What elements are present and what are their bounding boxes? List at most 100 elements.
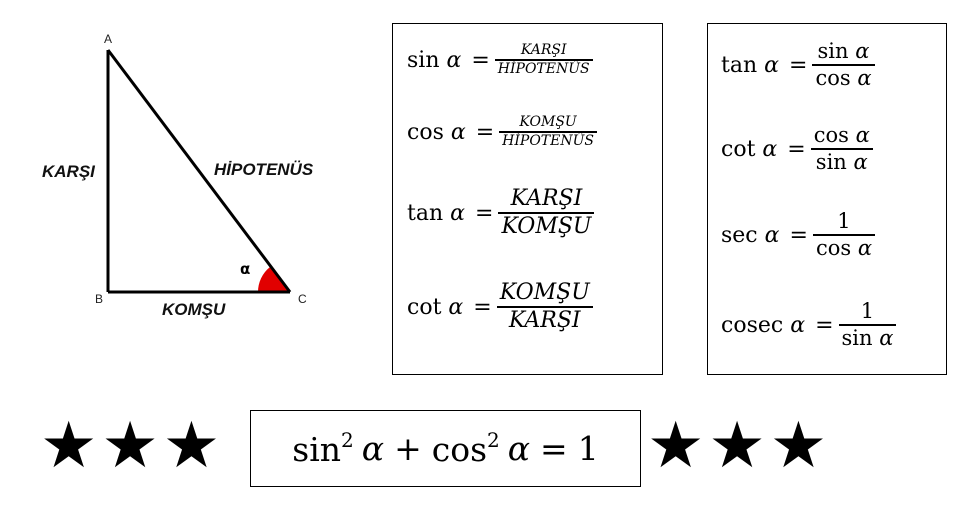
ratio-definitions-box: sin α = KARŞI HİPOTENÜS cos α = KOMŞU Hİ… bbox=[392, 23, 663, 375]
fraction-bar bbox=[494, 59, 593, 61]
vertex-b-label: B bbox=[95, 292, 104, 306]
fraction-bar bbox=[499, 131, 597, 133]
formula-tan-quotient: tan α = sin α cos α bbox=[721, 30, 875, 100]
angle-variable: α bbox=[450, 200, 465, 226]
angle-variable: α bbox=[764, 222, 780, 248]
numerator-value: 1 bbox=[860, 299, 875, 324]
numerator-variable: α bbox=[855, 123, 870, 148]
fraction-bar bbox=[838, 324, 897, 326]
equals-sign: = bbox=[475, 119, 495, 145]
fraction: 1 sin α bbox=[838, 299, 897, 351]
side-opposite-label: KARŞI bbox=[42, 162, 95, 181]
numerator-function: sin bbox=[817, 39, 849, 64]
cos-function: cos bbox=[431, 430, 488, 469]
denominator-function: cos bbox=[815, 65, 851, 90]
angle-alpha-wedge bbox=[258, 267, 290, 292]
vertex-c-label: C bbox=[298, 292, 307, 306]
formula-tan-ratio: tan α = KARŞI KOMŞU bbox=[407, 178, 595, 248]
fraction-numerator: 1 bbox=[858, 299, 877, 324]
angle-variable: α bbox=[361, 429, 385, 468]
function-name: tan bbox=[721, 52, 758, 78]
angle-variable: α bbox=[448, 294, 464, 320]
equals-sign: = bbox=[815, 312, 834, 338]
fraction-denominator: sin α bbox=[813, 150, 871, 175]
fraction-numerator: KOMŞU bbox=[519, 114, 577, 131]
side-adjacent-label: KOMŞU bbox=[162, 300, 226, 319]
denominator-function: sin bbox=[841, 325, 873, 350]
numerator-variable: α bbox=[855, 39, 870, 64]
function-name: cosec bbox=[721, 312, 784, 338]
plus-sign: + bbox=[394, 429, 422, 468]
fraction: 1 cos α bbox=[812, 209, 875, 261]
angle-variable: α bbox=[450, 119, 466, 145]
fraction-numerator: KOMŞU bbox=[499, 279, 590, 305]
formula-cosec: cosec α = 1 sin α bbox=[721, 290, 897, 360]
sin-function: sin bbox=[292, 430, 342, 469]
formula-sin-ratio: sin α = KARŞI HİPOTENÜS bbox=[407, 25, 593, 95]
function-name: cot bbox=[721, 136, 756, 162]
fraction: KARŞI KOMŞU bbox=[498, 185, 595, 240]
fraction-denominator: cos α bbox=[812, 66, 874, 91]
denominator-variable: α bbox=[853, 149, 868, 174]
function-name: sec bbox=[721, 222, 758, 248]
equals-sign: = bbox=[471, 47, 490, 73]
quotient-identities-box: tan α = sin α cos α cot α = cos α sin α … bbox=[707, 23, 947, 375]
fraction-denominator: KOMŞU bbox=[501, 213, 592, 239]
fraction-denominator: HİPOTENÜS bbox=[497, 60, 590, 77]
equals-sign: = bbox=[789, 52, 808, 78]
fraction-numerator: KARŞI bbox=[510, 185, 583, 211]
angle-variable: α bbox=[764, 52, 779, 78]
cos-exponent: 2 bbox=[487, 428, 500, 452]
fraction-denominator: cos α bbox=[813, 236, 875, 261]
denominator-variable: α bbox=[879, 325, 894, 350]
denominator-function: sin bbox=[815, 149, 847, 174]
fraction-numerator: 1 bbox=[834, 209, 853, 234]
vertex-a-label: A bbox=[104, 32, 113, 46]
fraction-bar bbox=[496, 306, 593, 308]
equals-sign: = bbox=[787, 136, 806, 162]
angle-variable: α bbox=[790, 312, 806, 338]
equals-sign: = bbox=[789, 222, 808, 248]
denominator-function: cos bbox=[815, 235, 852, 260]
fraction-bar bbox=[810, 148, 873, 150]
equals-sign: = bbox=[540, 429, 568, 468]
fraction: sin α cos α bbox=[812, 39, 875, 91]
fraction-bar bbox=[812, 64, 875, 66]
stars-left-decoration: ★★★ bbox=[40, 409, 225, 483]
formula-sec: sec α = 1 cos α bbox=[721, 200, 875, 270]
fraction-numerator: sin α bbox=[815, 39, 873, 64]
function-name: cos bbox=[407, 119, 444, 145]
stars-right-decoration: ★★★ bbox=[647, 409, 832, 483]
denominator-variable: α bbox=[857, 65, 872, 90]
right-triangle-diagram bbox=[106, 49, 292, 294]
identity-result: 1 bbox=[577, 429, 599, 468]
fraction-denominator: sin α bbox=[839, 326, 897, 351]
fraction: KOMŞU HİPOTENÜS bbox=[499, 114, 597, 149]
formula-cot-quotient: cot α = cos α sin α bbox=[721, 114, 873, 184]
function-name: tan bbox=[407, 200, 444, 226]
angle-alpha-label: α bbox=[240, 260, 251, 278]
function-name: cot bbox=[407, 294, 442, 320]
angle-variable: α bbox=[762, 136, 778, 162]
pythagorean-identity-box: sin2 α + cos2 α = 1 bbox=[250, 410, 641, 487]
equals-sign: = bbox=[475, 200, 494, 226]
denominator-variable: α bbox=[857, 235, 872, 260]
side-hypotenuse-line bbox=[106, 49, 292, 293]
fraction-denominator: HİPOTENÜS bbox=[502, 132, 594, 149]
function-name: sin bbox=[407, 47, 440, 73]
equals-sign: = bbox=[473, 294, 492, 320]
sin-term: sin2 bbox=[292, 428, 353, 469]
fraction-numerator: KARŞI bbox=[520, 42, 567, 59]
fraction: cos α sin α bbox=[810, 123, 873, 175]
fraction: KARŞI HİPOTENÜS bbox=[494, 42, 593, 77]
formula-cot-ratio: cot α = KOMŞU KARŞI bbox=[407, 272, 593, 342]
angle-variable: α bbox=[507, 429, 531, 468]
formula-cos-ratio: cos α = KOMŞU HİPOTENÜS bbox=[407, 97, 597, 167]
angle-variable: α bbox=[446, 47, 462, 73]
sin-exponent: 2 bbox=[341, 428, 354, 452]
side-hypotenuse-label: HİPOTENÜS bbox=[214, 160, 314, 179]
fraction-bar bbox=[498, 212, 595, 214]
fraction-numerator: cos α bbox=[811, 123, 873, 148]
fraction-denominator: KARŞI bbox=[508, 307, 581, 333]
fraction-bar bbox=[812, 234, 875, 236]
